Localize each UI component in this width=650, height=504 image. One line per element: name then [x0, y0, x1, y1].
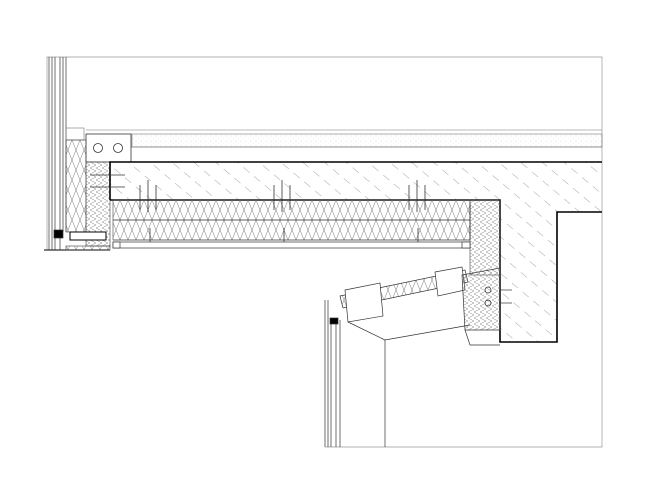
vertical-window-frame [324, 300, 341, 447]
soffit-insulation [112, 199, 501, 276]
ceiling-panel [112, 241, 471, 249]
wall-insulation [65, 139, 111, 251]
pipe-icon [113, 143, 123, 153]
pipe-duct [85, 133, 132, 163]
left-curtain-wall-mullion [44, 57, 110, 251]
pipe-icon [93, 143, 103, 153]
drawing-frame [46, 56, 603, 448]
sloped-window [339, 266, 512, 447]
floor-finish-layers [65, 127, 603, 148]
anchor-bolts [90, 174, 471, 242]
